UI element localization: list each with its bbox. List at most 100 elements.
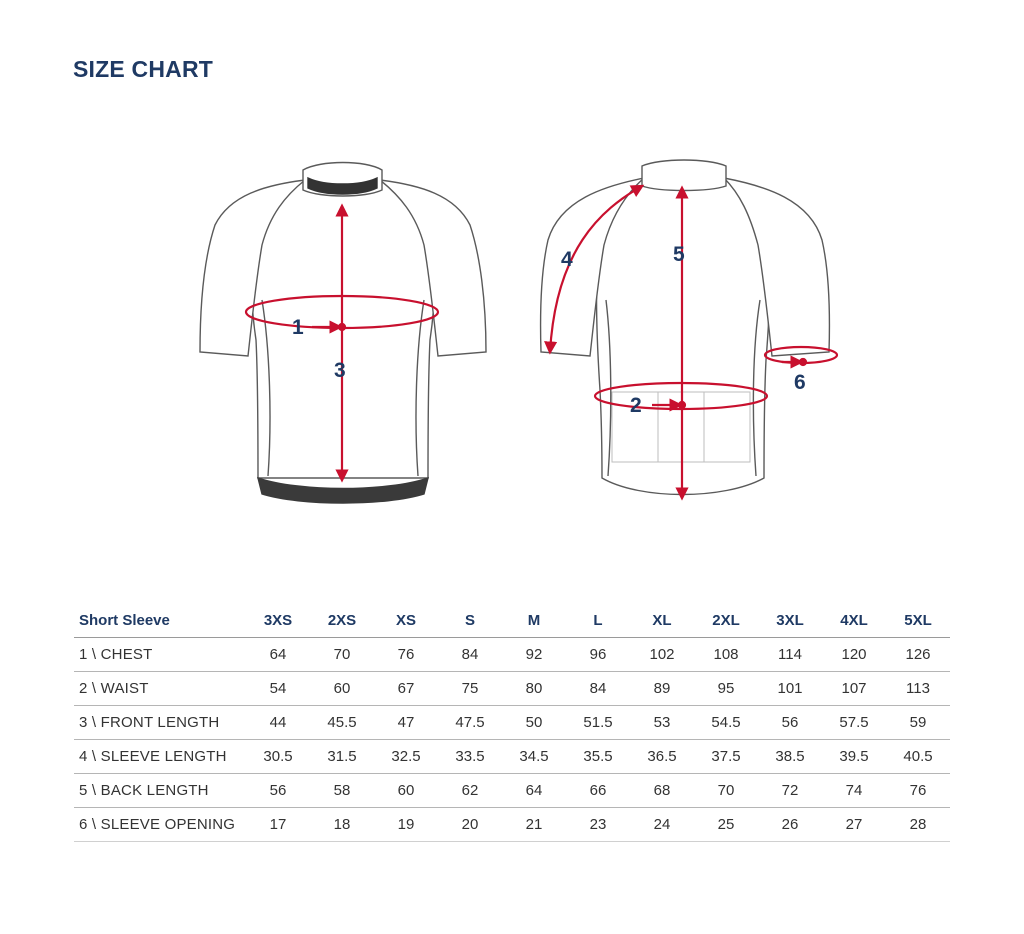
- table-cell: 17: [246, 807, 310, 842]
- table-cell: 47.5: [438, 705, 502, 740]
- table-cell: 66: [566, 773, 630, 808]
- jersey-diagram: 1 3 4 5 2 6: [199, 159, 839, 504]
- table-cell: 39.5: [822, 739, 886, 774]
- table-cell: 89: [630, 671, 694, 706]
- table-header-row: Short Sleeve 3XS 2XS XS S M L XL 2XL 3XL…: [74, 604, 950, 638]
- size-table: Short Sleeve 3XS 2XS XS S M L XL 2XL 3XL…: [74, 604, 950, 842]
- front-measurements: [244, 203, 440, 483]
- table-cell: 21: [502, 807, 566, 842]
- table-cell: 28: [886, 807, 950, 842]
- table-cell: 102: [630, 637, 694, 672]
- table-cell: 57.5: [822, 705, 886, 740]
- table-cell: 84: [438, 637, 502, 672]
- table-cell: 20: [438, 807, 502, 842]
- table-cell: 96: [566, 637, 630, 672]
- column-header: 3XL: [758, 604, 822, 638]
- table-cell: 70: [694, 773, 758, 808]
- column-header: XL: [630, 604, 694, 638]
- table-row: 1 \ CHEST 64 70 76 84 92 96 102 108 114 …: [74, 637, 950, 672]
- measurement-label: 1 \ CHEST: [74, 637, 246, 672]
- marker-4: 4: [561, 248, 573, 271]
- table-cell: 32.5: [374, 739, 438, 774]
- table-cell: 56: [758, 705, 822, 740]
- table-cell: 45.5: [310, 705, 374, 740]
- table-cell: 107: [822, 671, 886, 706]
- back-measurements: [544, 184, 839, 501]
- table-cell: 113: [886, 671, 950, 706]
- table-cell: 92: [502, 637, 566, 672]
- table-cell: 47: [374, 705, 438, 740]
- table-cell: 44: [246, 705, 310, 740]
- column-header: M: [502, 604, 566, 638]
- measurement-label: 4 \ SLEEVE LENGTH: [74, 739, 246, 774]
- table-row: 3 \ FRONT LENGTH 44 45.5 47 47.5 50 51.5…: [74, 705, 950, 740]
- table-row: 5 \ BACK LENGTH 56 58 60 62 64 66 68 70 …: [74, 773, 950, 808]
- marker-1: 1: [292, 316, 304, 339]
- table-cell: 19: [374, 807, 438, 842]
- table-cell: 26: [758, 807, 822, 842]
- table-cell: 54.5: [694, 705, 758, 740]
- table-cell: 59: [886, 705, 950, 740]
- column-header: 4XL: [822, 604, 886, 638]
- table-cell: 58: [310, 773, 374, 808]
- table-cell: 53: [630, 705, 694, 740]
- table-cell: 101: [758, 671, 822, 706]
- table-cell: 23: [566, 807, 630, 842]
- table-cell: 64: [502, 773, 566, 808]
- table-cell: 38.5: [758, 739, 822, 774]
- marker-6: 6: [794, 371, 806, 394]
- page-title: SIZE CHART: [73, 56, 213, 82]
- measurement-label: 6 \ SLEEVE OPENING: [74, 807, 246, 842]
- table-cell: 60: [310, 671, 374, 706]
- table-cell: 25: [694, 807, 758, 842]
- table-cell: 37.5: [694, 739, 758, 774]
- table-cell: 27: [822, 807, 886, 842]
- table-cell: 70: [310, 637, 374, 672]
- table-cell: 126: [886, 637, 950, 672]
- table-cell: 30.5: [246, 739, 310, 774]
- column-header: 2XS: [310, 604, 374, 638]
- column-header: Short Sleeve: [74, 604, 246, 638]
- back-jersey: [539, 159, 831, 496]
- measurement-label: 2 \ WAIST: [74, 671, 246, 706]
- table-cell: 67: [374, 671, 438, 706]
- table-cell: 34.5: [502, 739, 566, 774]
- table-row: 2 \ WAIST 54 60 67 75 80 84 89 95 101 10…: [74, 671, 950, 706]
- table-cell: 84: [566, 671, 630, 706]
- column-header: L: [566, 604, 630, 638]
- table-cell: 40.5: [886, 739, 950, 774]
- table-cell: 35.5: [566, 739, 630, 774]
- table-cell: 51.5: [566, 705, 630, 740]
- marker-2: 2: [630, 394, 642, 417]
- measurement-label: 5 \ BACK LENGTH: [74, 773, 246, 808]
- marker-3: 3: [334, 359, 346, 382]
- table-cell: 33.5: [438, 739, 502, 774]
- column-header: 5XL: [886, 604, 950, 638]
- table-cell: 80: [502, 671, 566, 706]
- table-cell: 24: [630, 807, 694, 842]
- table-cell: 50: [502, 705, 566, 740]
- table-cell: 120: [822, 637, 886, 672]
- table-cell: 74: [822, 773, 886, 808]
- table-cell: 31.5: [310, 739, 374, 774]
- table-cell: 62: [438, 773, 502, 808]
- table-cell: 56: [246, 773, 310, 808]
- column-header: S: [438, 604, 502, 638]
- table-cell: 64: [246, 637, 310, 672]
- table-row: 4 \ SLEEVE LENGTH 30.5 31.5 32.5 33.5 34…: [74, 739, 950, 774]
- table-cell: 18: [310, 807, 374, 842]
- table-cell: 114: [758, 637, 822, 672]
- table-cell: 72: [758, 773, 822, 808]
- table-cell: 76: [374, 637, 438, 672]
- column-header: 2XL: [694, 604, 758, 638]
- table-cell: 36.5: [630, 739, 694, 774]
- column-header: XS: [374, 604, 438, 638]
- table-cell: 60: [374, 773, 438, 808]
- table-cell: 54: [246, 671, 310, 706]
- table-cell: 75: [438, 671, 502, 706]
- marker-5: 5: [673, 243, 685, 266]
- table-cell: 76: [886, 773, 950, 808]
- column-header: 3XS: [246, 604, 310, 638]
- table-cell: 68: [630, 773, 694, 808]
- table-row: 6 \ SLEEVE OPENING 17 18 19 20 21 23 24 …: [74, 807, 950, 842]
